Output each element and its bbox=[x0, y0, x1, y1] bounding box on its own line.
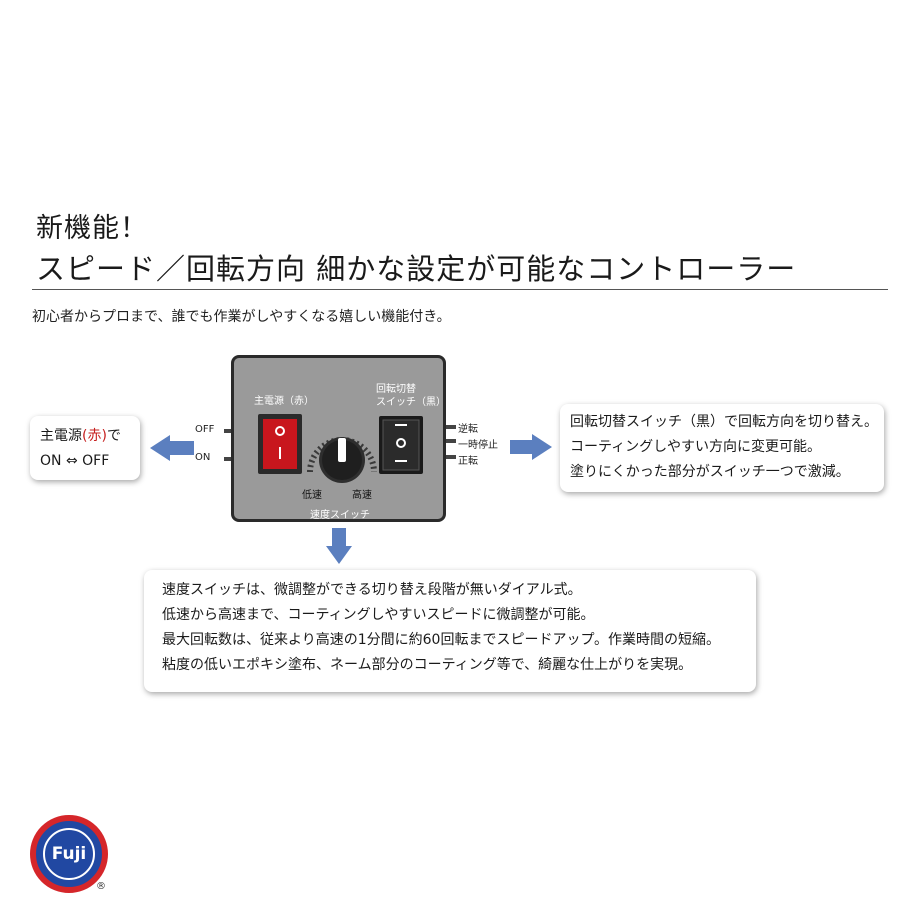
left-pointer-arrow bbox=[150, 435, 194, 461]
off-label: OFF bbox=[195, 424, 215, 435]
rotation-switch[interactable] bbox=[379, 416, 423, 474]
registered-mark: ® bbox=[96, 881, 106, 892]
speed-callout-line: 速度スイッチは、微調整ができる切り替え段階が無いダイアル式。 bbox=[162, 582, 582, 598]
controller-panel: 主電源（赤） 回転切替 スイッチ（黒） 低速 高速 速度スイッチ bbox=[231, 355, 446, 522]
right-pointer-arrow bbox=[510, 434, 552, 460]
low-speed-label: 低速 bbox=[302, 490, 322, 501]
reverse-label: 逆転 bbox=[458, 424, 478, 435]
fuji-logo-text: Fuji bbox=[51, 844, 87, 864]
fuji-logo-inner: Fuji bbox=[43, 828, 95, 880]
speed-callout: 速度スイッチは、微調整ができる切り替え段階が無いダイアル式。 低速から高速まで、… bbox=[144, 570, 756, 692]
on-label: ON bbox=[195, 452, 211, 463]
page-title: スピード／回転方向 細かな設定が可能なコントローラー bbox=[36, 252, 797, 286]
speed-callout-line: 最大回転数は、従来より高速の1分間に約60回転までスピードアップ。作業時間の短縮… bbox=[162, 632, 721, 648]
power-callout-line-1: 主電源(赤)で bbox=[40, 424, 140, 449]
high-speed-label: 高速 bbox=[352, 490, 372, 501]
forward-label: 正転 bbox=[458, 456, 478, 467]
speed-callout-line: 低速から高速まで、コーティングしやすいスピードに微調整が可能。 bbox=[162, 607, 595, 623]
main-power-switch[interactable] bbox=[258, 414, 302, 474]
speed-dial[interactable] bbox=[304, 420, 380, 484]
rotation-callout: 回転切替スイッチ（黒）で回転方向を切り替え。 コーティングしやすい方向に変更可能… bbox=[560, 404, 884, 492]
rotation-switch-label-1: 回転切替 bbox=[376, 384, 416, 395]
rotation-callout-line: コーティングしやすい方向に変更可能。 bbox=[570, 439, 822, 455]
rotation-switch-label-2: スイッチ（黒） bbox=[376, 397, 446, 408]
speed-callout-line: 粘度の低いエポキシ塗布、ネーム部分のコーティング等で、綺麗な仕上がりを実現。 bbox=[162, 657, 693, 673]
rotation-callout-line: 回転切替スイッチ（黒）で回転方向を切り替え。 bbox=[570, 414, 878, 430]
power-callout-label: 主電源 bbox=[40, 428, 82, 444]
divider bbox=[32, 289, 888, 290]
fuji-logo: Fuji bbox=[30, 815, 108, 893]
down-pointer-arrow bbox=[326, 528, 352, 564]
pause-label: 一時停止 bbox=[458, 440, 498, 451]
power-callout: 主電源(赤)で ON ⇔ OFF bbox=[30, 416, 140, 480]
speed-switch-label: 速度スイッチ bbox=[310, 510, 370, 521]
power-callout-red: (赤) bbox=[82, 428, 107, 444]
power-callout-line-2: ON ⇔ OFF bbox=[40, 453, 110, 469]
heading-line-1: 新機能！ bbox=[36, 213, 148, 244]
intro-text: 初心者からプロまで、誰でも作業がしやすくなる嬉しい機能付き。 bbox=[32, 309, 451, 325]
rotation-callout-line: 塗りにくかった部分がスイッチ一つで激減。 bbox=[570, 464, 850, 480]
main-power-label: 主電源（赤） bbox=[254, 396, 314, 407]
power-callout-suffix: で bbox=[106, 428, 121, 444]
